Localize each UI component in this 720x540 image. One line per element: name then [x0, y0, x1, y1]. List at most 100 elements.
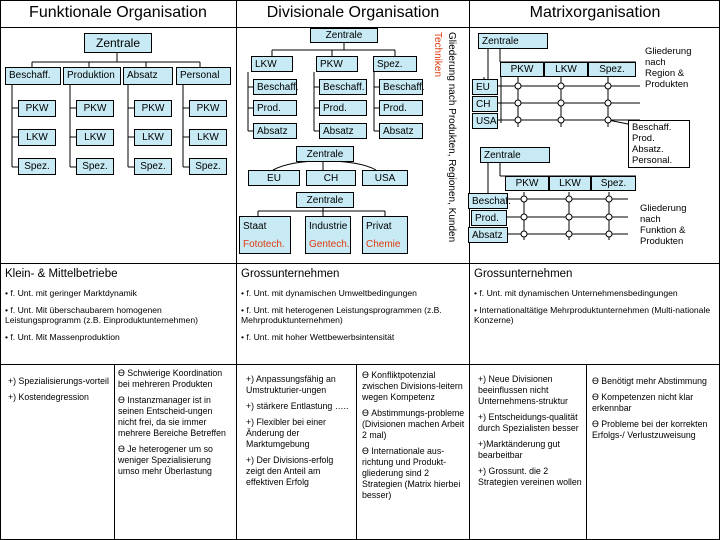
pro-item: +)Marktänderung gut bearbeitbar	[478, 439, 560, 460]
functional-root: Zentrale	[84, 33, 152, 53]
matrix-suitability-list: • f. Unt. mit dynamischen Unternehmensbe…	[474, 288, 714, 332]
pro-item: +) Kostendegression	[8, 392, 89, 402]
matrix-root: Zentrale	[480, 147, 550, 163]
title-matrix: Matrixorganisation	[529, 4, 661, 21]
region-box: CH	[306, 170, 356, 186]
pro-item: +) Flexibler bei einer Änderung der Mark…	[246, 417, 326, 449]
list-item: • f. Unt. mit dynamischen Unternehmensbe…	[474, 288, 678, 298]
divisional-cons: ϴ Konfliktpotenzial zwischen Divisions-l…	[362, 370, 466, 506]
region-box: EU	[248, 170, 300, 186]
side-note-text: Gliederung nach Produkten, Regionen, Kun…	[446, 32, 457, 243]
pro-item: +) Anpassungsfähig an Umstrukturier-unge…	[246, 374, 336, 395]
division-function: Prod.	[379, 100, 423, 116]
matrix-product: Spez.	[591, 176, 636, 191]
matrix-function: Prod.	[471, 210, 507, 226]
functional-sub: Spez.	[18, 158, 56, 175]
con-item: ϴ Schwierige Koordination bei mehreren P…	[118, 368, 223, 389]
customer-segment: Staat Fototech.	[239, 216, 291, 254]
customer-segment: Industrie Gentech.	[305, 216, 351, 254]
segment-label: Industrie	[309, 221, 348, 232]
matrix-function: Absatz	[468, 227, 508, 243]
functional-function: Produktion	[63, 67, 121, 85]
functional-sub: Spez.	[134, 158, 172, 175]
callout-line: Prod.	[632, 133, 655, 144]
division-box: Spez.	[373, 56, 417, 72]
matrix-product: PKW	[500, 62, 544, 77]
matrix-pros: +) Neue Divisionen beeinflussen nicht Un…	[478, 374, 582, 493]
functional-sub: PKW	[18, 100, 56, 117]
pro-item: +) Neue Divisionen beeinflussen nicht Un…	[478, 374, 568, 406]
customer-root: Zentrale	[296, 192, 354, 208]
segment-technique: Gentech.	[309, 239, 350, 250]
matrix-root: Zentrale	[478, 33, 548, 49]
matrix-function: Beschaf.	[468, 193, 511, 209]
matrix-note-2: Gliederung nach Funktion & Produkten	[640, 203, 686, 247]
con-item: ϴ Kompetenzen nicht klar erkennbar	[592, 392, 694, 413]
pro-item: +) stärkere Entlastung …..	[246, 401, 349, 411]
division-box: PKW	[316, 56, 358, 72]
divisional-suitability-list: • f. Unt. mit dynamischen Umweltbedingun…	[241, 288, 463, 348]
matrix-region: USA	[472, 113, 498, 129]
note-line: Funktion &	[640, 225, 686, 236]
con-item: ϴ Internationale aus-richtung und Produk…	[362, 446, 461, 500]
title-functional: Funktionale Organisation	[29, 4, 207, 21]
matrix-cons: ϴ Benötigt mehr Abstimmung ϴ Kompetenzen…	[592, 376, 716, 446]
segment-label: Privat	[366, 221, 392, 232]
con-item: ϴ Konfliktpotenzial zwischen Divisions-l…	[362, 370, 463, 402]
matrix-region: CH	[472, 96, 498, 112]
functional-function: Absatz	[123, 67, 173, 85]
matrix-product: LKW	[549, 176, 591, 191]
side-note-red: Techniken	[432, 32, 443, 78]
segment-technique: Fototech.	[243, 239, 285, 250]
matrix-suitability-title: Grossunternehmen	[474, 268, 573, 280]
division-function: Beschaff.	[253, 79, 299, 95]
list-item: • f. Unt. mit hoher Wettbewerbsintensitä…	[241, 331, 395, 342]
callout-line: Beschaff.	[632, 122, 672, 133]
matrix-product: Spez.	[588, 62, 636, 77]
con-item: ϴ Je heterogener um so weniger Spezialis…	[118, 444, 213, 476]
functional-sub: LKW	[134, 129, 172, 146]
divisional-side-note: Gliederung nach Produkten, Regionen, Kun…	[427, 32, 465, 258]
divisional-suitability-title: Grossunternehmen	[241, 268, 340, 280]
customer-segment: Privat Chemie	[362, 216, 408, 254]
division-function: Beschaff.	[319, 79, 367, 95]
division-function: Beschaff.	[379, 79, 425, 95]
region-box: USA	[362, 170, 408, 186]
functional-sub: PKW	[134, 100, 172, 117]
division-box: LKW	[251, 56, 293, 72]
pro-item: +) Entscheidungs-qualität durch Speziali…	[478, 412, 579, 433]
matrix-callout: Beschaff. Prod. Absatz. Personal.	[628, 120, 690, 168]
note-line: Produkten	[640, 236, 684, 247]
division-function: Absatz	[319, 123, 367, 139]
functional-cons: ϴ Schwierige Koordination bei mehreren P…	[118, 368, 233, 482]
list-item: • f. Unt. mit geringer Marktdynamik	[5, 288, 137, 298]
functional-sub: LKW	[76, 129, 114, 146]
pro-item: +) Der Divisions-erfolg zeigt den Anteil…	[246, 455, 334, 487]
matrix-product: LKW	[544, 62, 588, 77]
region-root: Zentrale	[296, 146, 354, 162]
note-line: Produkten	[645, 79, 689, 90]
list-item: • f. Unt. Mit überschaubarem homogenen L…	[5, 304, 198, 326]
pro-item: +) Spezialisierungs-vorteil	[8, 376, 109, 386]
division-function: Prod.	[253, 100, 297, 116]
functional-sub: PKW	[189, 100, 227, 117]
note-line: nach	[640, 214, 661, 225]
matrix-note-1: Gliederung nach Region & Produkten	[645, 46, 691, 90]
matrix-region: EU	[472, 79, 498, 95]
matrix-product: PKW	[505, 176, 549, 191]
division-function: Absatz	[253, 123, 297, 139]
note-line: Gliederung	[645, 46, 692, 57]
con-item: ϴ Probleme bei der korrekten Erfolgs-/ V…	[592, 419, 708, 440]
segment-technique: Chemie	[366, 239, 401, 250]
functional-suitability-list: • f. Unt. mit geringer Marktdynamik • f.…	[5, 288, 233, 348]
segment-label: Staat	[243, 221, 267, 232]
list-item: • Internationaltätige Mehrproduktunterne…	[474, 304, 711, 326]
division-function: Prod.	[319, 100, 367, 116]
functional-suitability-title: Klein- & Mittelbetriebe	[5, 268, 118, 280]
divisional-pros: +) Anpassungsfähig an Umstrukturier-unge…	[246, 374, 352, 493]
note-line: Gliederung	[640, 203, 687, 214]
con-item: ϴ Instanzmanager ist in seinen Entscheid…	[118, 395, 226, 438]
functional-sub: PKW	[76, 100, 114, 117]
callout-line: Personal.	[632, 155, 673, 166]
